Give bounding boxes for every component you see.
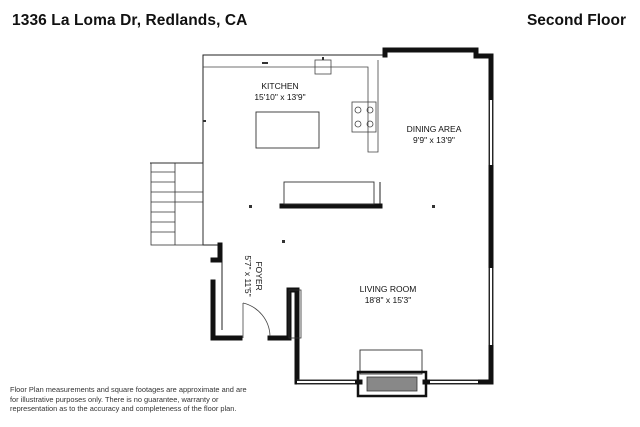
kitchen-island — [255, 111, 320, 149]
fireplace — [356, 349, 428, 398]
room-dims-living: 18'8" x 15'3" — [365, 295, 412, 305]
floor-level-label: Second Floor — [526, 12, 626, 29]
room-name-living: LIVING ROOM — [360, 284, 417, 294]
wall-markers — [203, 57, 435, 243]
foyer-label-group: FOYER 5'7" x 11'5" — [243, 255, 264, 296]
stairs — [150, 162, 204, 246]
room-dims-kitchen: 15'10" x 13'9" — [254, 92, 305, 102]
room-name-dining: DINING AREA — [407, 124, 462, 134]
kitchen-peninsula — [283, 181, 375, 205]
room-dims-foyer: 5'7" x 11'5" — [243, 255, 253, 296]
foyer-closet — [288, 289, 302, 339]
windows — [297, 100, 492, 383]
room-name-kitchen: KITCHEN — [261, 81, 298, 91]
room-dims-dining: 9'9" x 13'9" — [413, 135, 455, 145]
kitchen-counters — [203, 59, 379, 153]
floor-plan-disclaimer: Floor Plan measurements and square foota… — [10, 385, 247, 414]
foyer-door — [242, 302, 271, 338]
window-lines — [297, 100, 494, 385]
property-address: 1336 La Loma Dr, Redlands, CA — [12, 12, 248, 29]
room-name-foyer: FOYER — [254, 261, 264, 290]
